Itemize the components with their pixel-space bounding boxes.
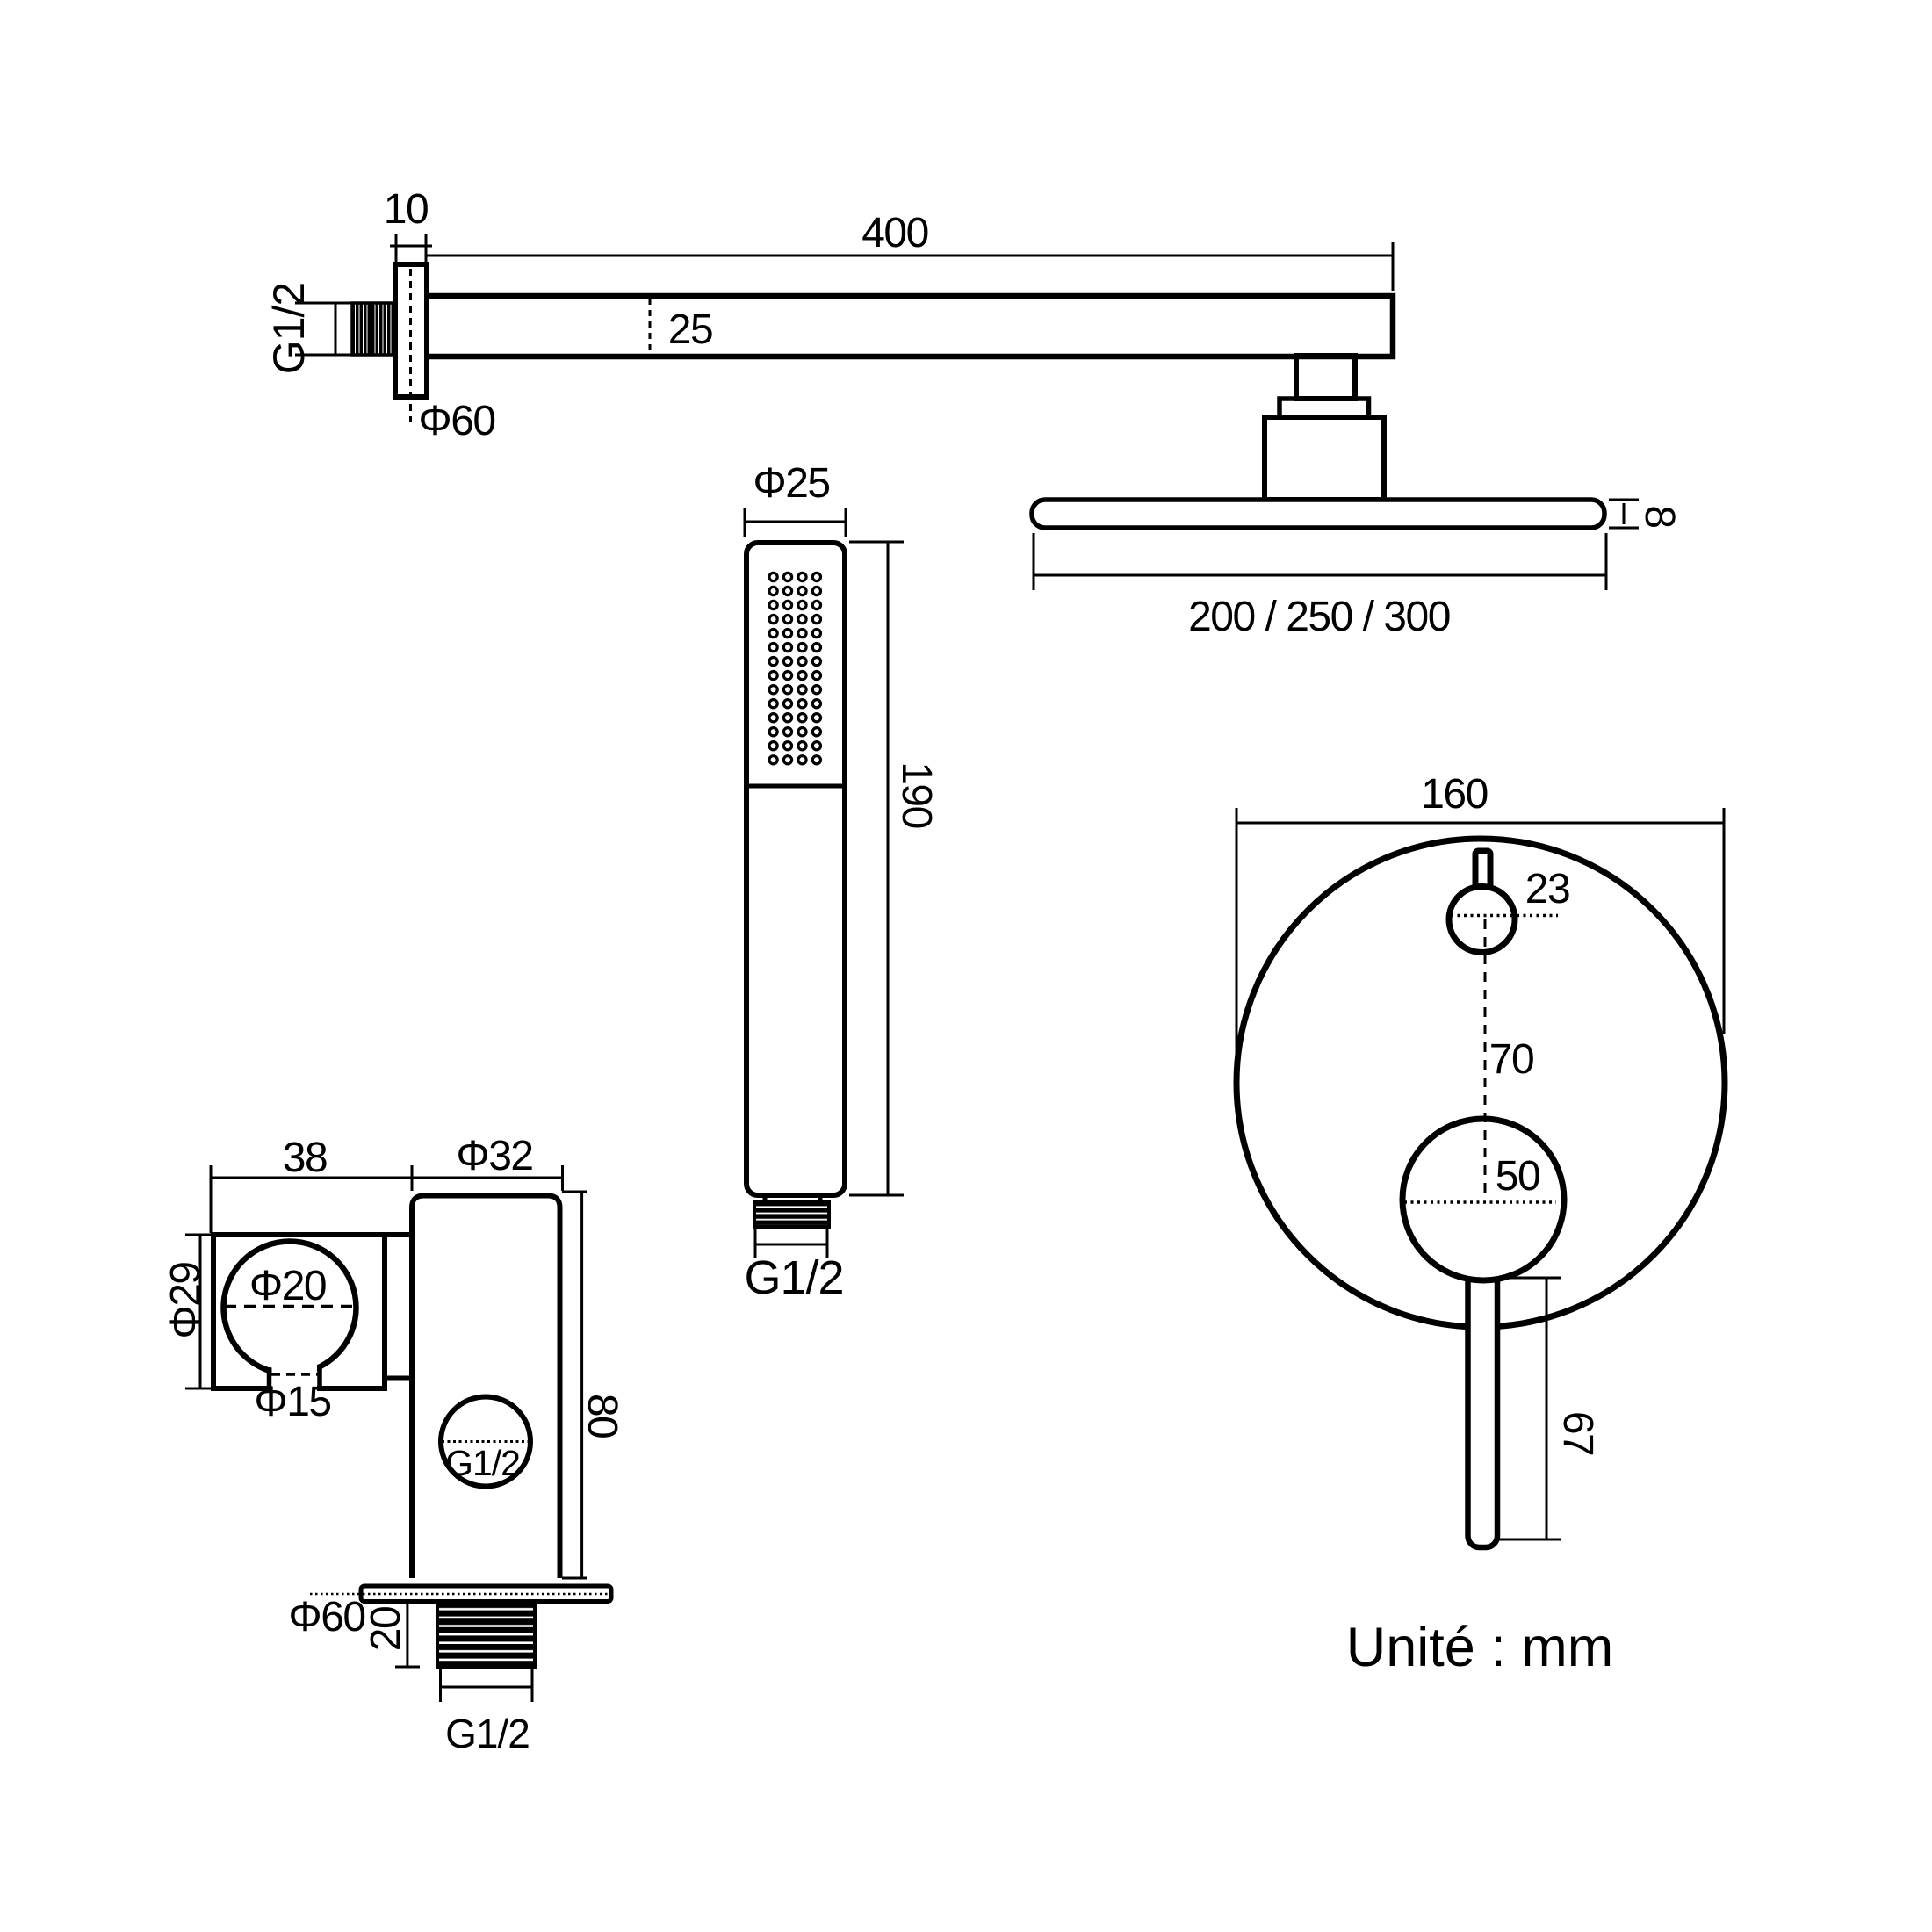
svg-text:50: 50 xyxy=(1496,1153,1539,1200)
svg-text:Φ32: Φ32 xyxy=(456,1133,532,1179)
svg-text:8: 8 xyxy=(1636,505,1683,527)
svg-text:25: 25 xyxy=(668,306,712,353)
svg-text:G1/2: G1/2 xyxy=(445,1443,520,1483)
svg-text:190: 190 xyxy=(893,761,940,828)
svg-text:80: 80 xyxy=(579,1394,625,1438)
svg-text:200 / 250 / 300: 200 / 250 / 300 xyxy=(1188,594,1450,640)
svg-text:38: 38 xyxy=(283,1135,327,1181)
svg-text:Φ15: Φ15 xyxy=(254,1379,330,1425)
svg-text:G1/2: G1/2 xyxy=(264,283,314,374)
svg-text:23: 23 xyxy=(1525,866,1569,912)
svg-text:Φ60: Φ60 xyxy=(418,398,494,444)
svg-text:Φ29: Φ29 xyxy=(162,1262,209,1338)
svg-text:G1/2: G1/2 xyxy=(744,1251,843,1304)
svg-text:Φ20: Φ20 xyxy=(249,1263,326,1309)
svg-text:Unité : mm: Unité : mm xyxy=(1346,1617,1614,1678)
svg-text:70: 70 xyxy=(1489,1036,1533,1083)
svg-text:67: 67 xyxy=(1554,1411,1601,1455)
svg-text:20: 20 xyxy=(363,1607,409,1651)
svg-text:400: 400 xyxy=(861,210,928,256)
svg-text:10: 10 xyxy=(384,186,428,233)
svg-text:Φ60: Φ60 xyxy=(288,1594,364,1640)
svg-text:160: 160 xyxy=(1421,771,1488,818)
svg-text:G1/2: G1/2 xyxy=(445,1711,530,1756)
svg-text:Φ25: Φ25 xyxy=(753,460,829,507)
